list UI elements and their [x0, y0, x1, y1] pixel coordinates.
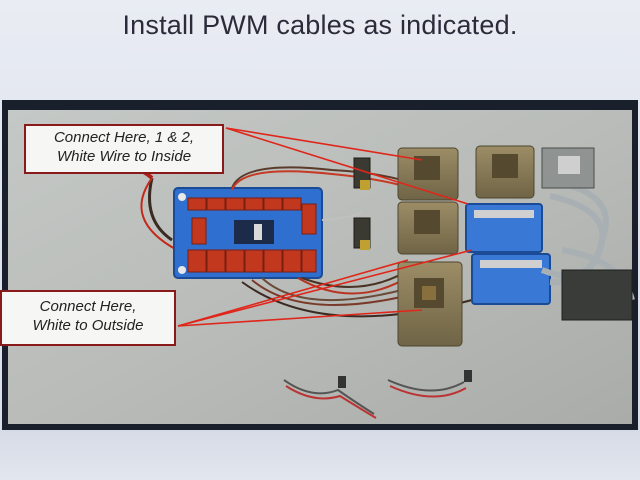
- callout-connect-outside: Connect Here, White to Outside: [0, 290, 176, 346]
- loose-cables: [283, 379, 467, 419]
- connector-bottom-tip: [360, 240, 370, 250]
- cable-plug-1: [338, 376, 346, 388]
- dark-module: [561, 269, 633, 321]
- servo-blocks: [397, 145, 535, 347]
- connector-top-tip: [360, 180, 370, 190]
- driver-boards: [465, 203, 551, 305]
- callout-bottom-line2: White to Outside: [32, 317, 144, 334]
- page-bottom: [0, 430, 640, 480]
- page-heading: Install PWM cables as indicated.: [122, 10, 518, 40]
- power-wire-red: [140, 177, 178, 251]
- metal-bracket-face: [558, 156, 580, 174]
- power-wire: [148, 177, 173, 242]
- callout-top-line2: White Wire to Inside: [56, 148, 192, 165]
- cable-plug-2: [464, 370, 472, 382]
- callout-top-line1: Connect Here, 1 & 2,: [53, 129, 195, 146]
- leader-lines: [177, 127, 473, 327]
- callout-connect-inside: Connect Here, 1 & 2, White Wire to Insid…: [24, 124, 224, 174]
- controller-board: [173, 187, 323, 279]
- callout-bottom-line1: Connect Here,: [39, 298, 137, 315]
- assembly-photo: [2, 100, 638, 430]
